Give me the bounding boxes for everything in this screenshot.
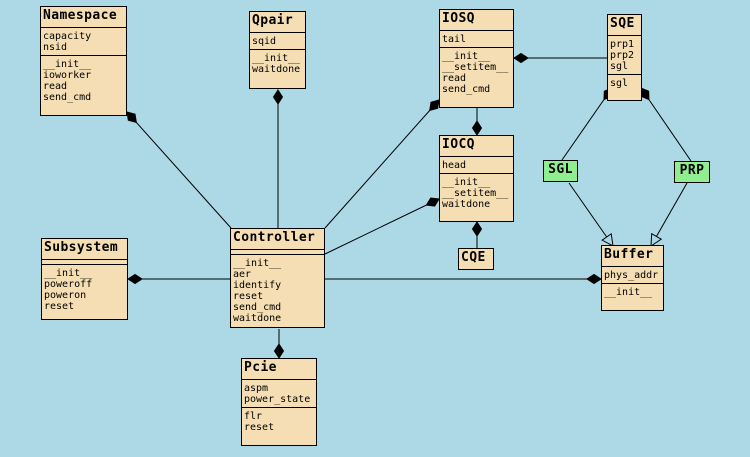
class-iosq-title: IOSQ [442,11,475,26]
class-subsystem-attributes [42,259,127,264]
qpair-attributes-sqid: sqid [252,36,277,47]
subsystem-methods-reset: reset [44,301,75,312]
class-iocq-attributes: head [440,156,513,173]
class-namespace-title: Namespace [43,8,118,23]
composition-diamond-namespace-controller [126,111,137,124]
namespace-methods-init: __init__ [43,59,92,70]
edge-iocq-controller [324,198,440,255]
sqe-methods-sgl: sgl [610,78,629,89]
tag-sgl: SGL [543,160,578,182]
inheritance-arrowhead-prp-buffer [650,232,663,247]
pcie-methods-reset: reset [244,422,275,433]
composition-diamond-iocq-controller [425,197,440,207]
class-iocq-title: IOCQ [442,137,475,152]
class-buffer: Buffer phys_addr __init__ [601,245,664,311]
class-sqe-title: SQE [610,16,635,31]
controller-methods-reset: reset [233,291,264,302]
controller-methods-sendcmd: send_cmd [233,302,282,313]
composition-diamond-buffer-controller [586,273,602,285]
iosq-methods-setitem: __setitem__ [442,62,509,73]
class-buffer-title: Buffer [604,247,654,262]
composition-diamond-qpair-controller [272,89,284,105]
qpair-methods-init: __init__ [252,53,301,64]
class-qpair-methods: __init__waitdone [250,49,305,77]
namespace-attributes-nsid: nsid [43,42,68,53]
class-cqe: CQE [458,248,494,270]
namespace-methods-ioworker: ioworker [43,70,92,81]
composition-diamond-iocq-cqe [471,221,483,237]
tag-prp: PRP [674,161,710,183]
namespace-methods-read: read [43,81,68,92]
edge-sgl-buffer [568,182,614,247]
sqe-attributes-sgl: sgl [610,61,629,72]
class-sqe-methods: sgl [608,74,641,91]
controller-methods-aer: aer [233,269,252,280]
class-pcie-title: Pcie [244,360,277,375]
composition-diamond-sqe-prp [640,87,650,101]
iosq-methods-read: read [442,73,467,84]
inheritance-arrowhead-sgl-buffer [601,232,614,247]
composition-diamond-subsystem-controller [127,273,143,285]
iosq-attributes-tail: tail [442,34,467,45]
pcie-attributes-aspm: aspm [244,383,269,394]
subsystem-methods-init: __init__ [44,268,93,279]
controller-methods-identify: identify [233,280,282,291]
class-qpair-title: Qpair [252,13,294,28]
buffer-methods-init: __init__ [604,287,653,298]
pcie-attributes-powerstate: power_state [244,394,311,405]
namespace-attributes-capacity: capacity [43,31,92,42]
class-iocq-methods: __init____setitem__waitdone [440,173,513,212]
sqe-attributes-prp2: prp2 [610,50,635,61]
edge-prp-buffer [650,182,688,247]
class-subsystem-title: Subsystem [44,240,119,255]
class-iocq: IOCQ head __init____setitem__waitdone [439,135,514,222]
composition-diamond-iosq-controller [429,99,440,112]
edge-namespace-controller [126,111,232,229]
composition-diamond-sqe-iosq [513,52,529,64]
class-qpair: Qpair sqid __init__waitdone [249,11,306,89]
iocq-attributes-head: head [442,160,467,171]
subsystem-methods-poweroff: poweroff [44,279,93,290]
qpair-methods-waitdone: waitdone [252,64,301,75]
class-iosq-attributes: tail [440,30,513,47]
sqe-attributes-prp1: prp1 [610,39,635,50]
pcie-methods-flr: flr [244,411,263,422]
iocq-methods-waitdone: waitdone [442,199,491,210]
class-buffer-methods: __init__ [602,283,663,300]
iocq-methods-setitem: __setitem__ [442,188,509,199]
namespace-methods-sendcmd: send_cmd [43,92,92,103]
subsystem-methods-poweron: poweron [44,290,87,301]
composition-diamond-iosq-iocq [471,120,483,136]
iosq-methods-init: __init__ [442,51,491,62]
iosq-methods-sendcmd: send_cmd [442,84,491,95]
class-controller-title: Controller [233,230,316,245]
class-qpair-attributes: sqid [250,32,305,49]
iocq-methods-init: __init__ [442,177,491,188]
composition-diamond-pcie-controller [273,343,285,359]
class-buffer-attributes: phys_addr [602,266,663,283]
class-controller-attributes [231,249,324,254]
controller-methods-waitdone: waitdone [233,313,282,324]
class-cqe-title: CQE [461,250,486,265]
buffer-attributes-physaddr: phys_addr [604,270,659,281]
edge-iosq-controller [324,99,440,229]
controller-methods-init: __init__ [233,258,282,269]
